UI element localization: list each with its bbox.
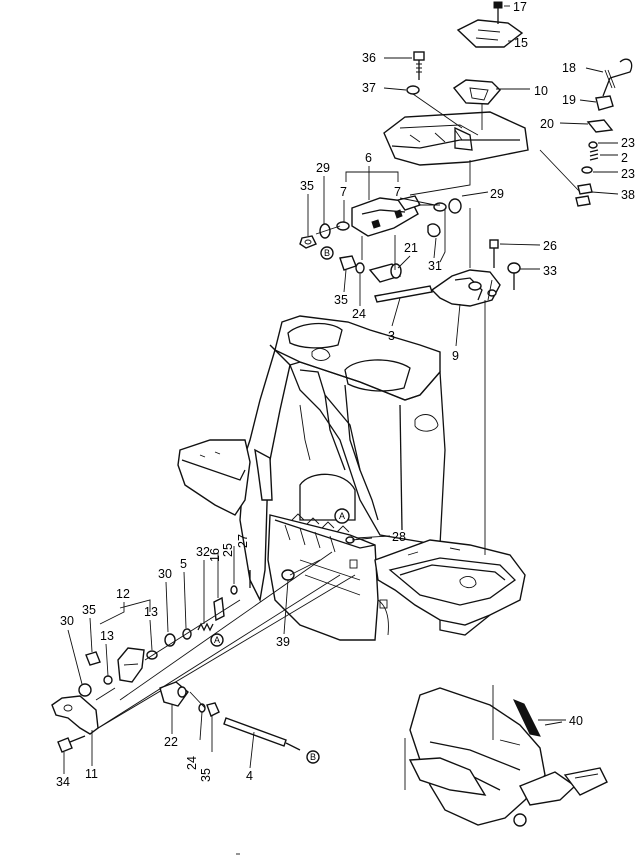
callout-7b: 7: [394, 185, 401, 199]
callout-11: 11: [85, 767, 98, 781]
callout-13b: 13: [100, 629, 114, 643]
callout-20: 20: [540, 117, 554, 131]
ref-a-upper: A: [339, 511, 345, 521]
callout-17: 17: [513, 0, 527, 14]
callout-2: 2: [621, 151, 628, 165]
callout-16: 16: [208, 548, 222, 562]
ref-b-lower: B: [310, 752, 316, 762]
callout-37: 37: [362, 81, 376, 95]
callout-30b: 30: [60, 614, 74, 628]
callout-38: 38: [621, 188, 635, 202]
callout-39: 39: [276, 635, 290, 649]
callout-10: 10: [534, 84, 548, 98]
callout-35b: 35: [334, 293, 348, 307]
callout-35d: 35: [199, 768, 213, 782]
callout-33: 33: [543, 264, 557, 278]
callout-29b: 29: [490, 187, 504, 201]
callout-40: 40: [569, 714, 583, 728]
callout-30a: 30: [158, 567, 172, 581]
callout-27: 27: [236, 534, 250, 548]
callout-35c: 35: [82, 603, 96, 617]
callout-35a: 35: [300, 179, 314, 193]
callout-34: 34: [56, 775, 70, 789]
callout-32: 32: [196, 545, 210, 559]
callout-22: 22: [164, 735, 178, 749]
callout-24a: 24: [352, 307, 366, 321]
control-console-body: [94, 315, 526, 731]
callout-25: 25: [221, 543, 235, 557]
callout-23b: 23: [621, 167, 635, 181]
callout-19: 19: [562, 93, 576, 107]
callout-13a: 13: [144, 605, 158, 619]
callout-26: 26: [543, 239, 557, 253]
callout-5: 5: [180, 557, 187, 571]
callout-4: 4: [246, 769, 253, 783]
callout-15: 15: [514, 36, 528, 50]
callout-18: 18: [562, 61, 576, 75]
callout-3: 3: [388, 329, 395, 343]
callout-9: 9: [452, 349, 459, 363]
callout-24b: 24: [185, 756, 199, 770]
callout-28: 28: [392, 530, 406, 544]
callout-labels: 17 15 36 18 37 10 19 20 23 2 23 38 6 29 …: [56, 0, 635, 789]
callout-29a: 29: [316, 161, 330, 175]
ref-b-upper: B: [324, 248, 330, 258]
callout-23a: 23: [621, 136, 635, 150]
cover-assembly: [383, 1, 529, 196]
callout-31: 31: [428, 259, 442, 273]
callout-36: 36: [362, 51, 376, 65]
inset-pedal-detail: [404, 685, 608, 827]
hook-bolt-hardware: [539, 58, 633, 207]
callout-7a: 7: [340, 185, 347, 199]
callout-12: 12: [116, 587, 130, 601]
callout-6: 6: [365, 151, 372, 165]
linkage-assembly: [299, 195, 521, 555]
ref-a-lower: A: [214, 635, 220, 645]
callout-21: 21: [404, 241, 418, 255]
lower-linkage-assembly: [51, 508, 373, 764]
reference-markers: B A A B: [214, 248, 345, 762]
